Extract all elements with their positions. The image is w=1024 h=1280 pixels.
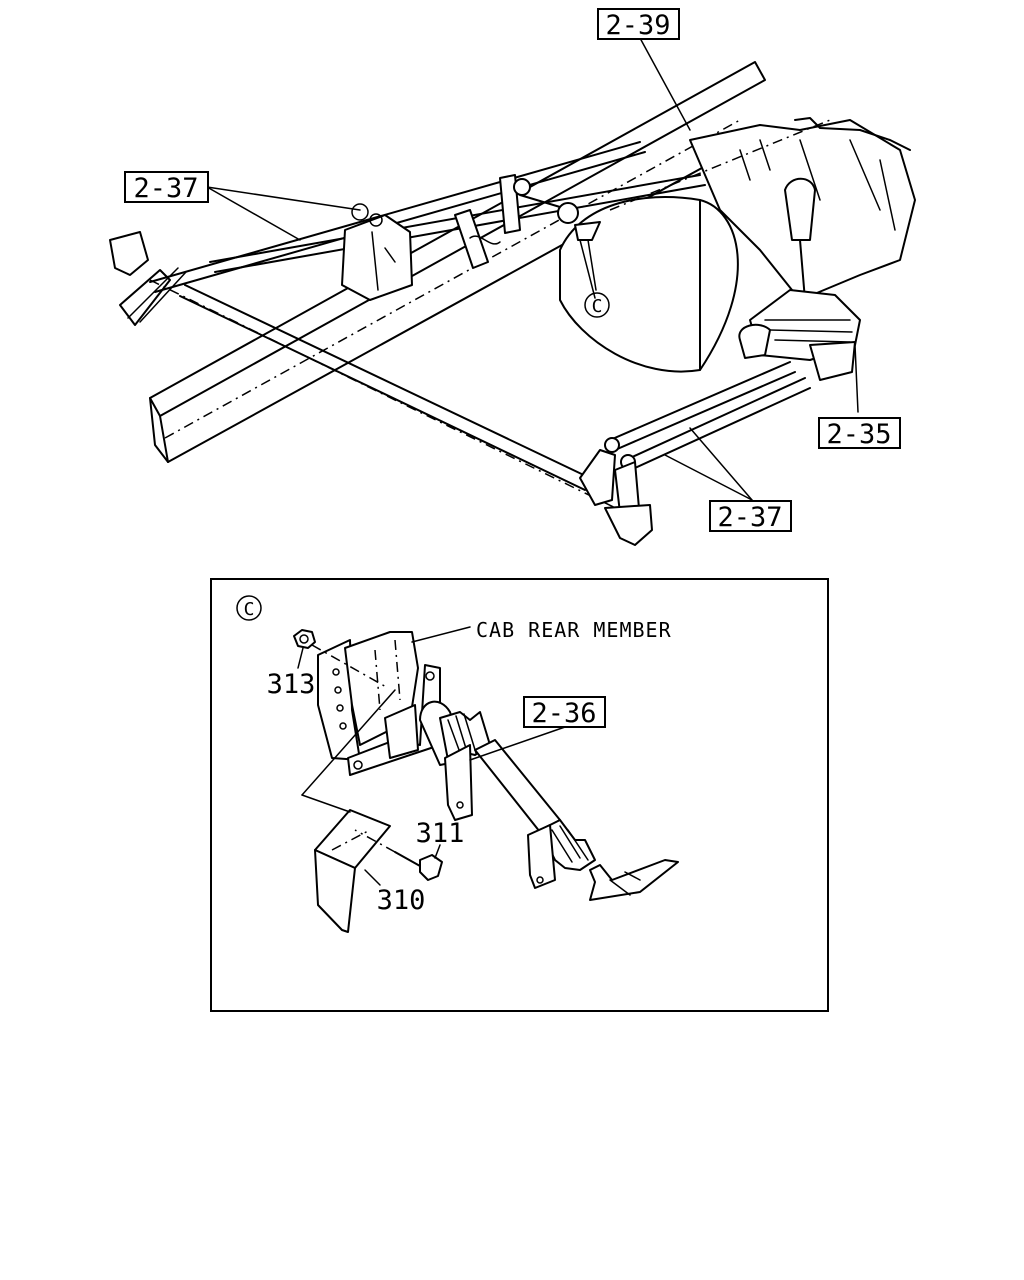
callout-2-36-label: 2-36 [531,698,596,729]
chassis-assembly-view [109,61,916,546]
left-bracket [109,203,413,326]
detail-c-inset: C [210,578,829,1012]
callout-2-35-label: 2-35 [826,419,891,450]
shift-cables-upper [149,141,706,293]
part-310-label: 310 [377,885,426,916]
detail-marker-c-inset-label: C [244,599,255,620]
callout-2-39-label: 2-39 [605,10,670,41]
detail-marker-c-main-label: C [592,296,603,317]
callout-2-36: 2-36 [523,696,606,729]
leader-lines-upper [206,37,859,501]
cross-shaft [149,279,641,521]
part-311-label: 311 [416,818,465,849]
right-bracket [579,449,653,546]
callout-2-37-left: 2-37 [124,171,209,204]
transmission [559,117,916,381]
cab-rear-member [317,631,441,776]
detail-marker-c-inset: C [236,595,262,621]
cab-rear-member-label: CAB REAR MEMBER [476,618,672,642]
upper-lever [499,174,601,299]
callout-2-37-right: 2-37 [709,500,792,533]
callout-2-37-left-label: 2-37 [133,173,198,204]
callout-2-35: 2-35 [818,417,901,450]
bolt-311 [354,829,443,881]
guard-plate-310 [301,689,396,933]
nut-313 [293,629,389,689]
detail-marker-c-main: C [584,292,610,318]
shift-cables-lower [604,361,811,470]
callout-2-37-right-label: 2-37 [717,502,782,533]
callout-2-39: 2-39 [597,8,680,41]
part-313-label: 313 [267,669,316,700]
leader-lines-inset [297,626,566,886]
shift-rod-assembly [419,700,679,901]
